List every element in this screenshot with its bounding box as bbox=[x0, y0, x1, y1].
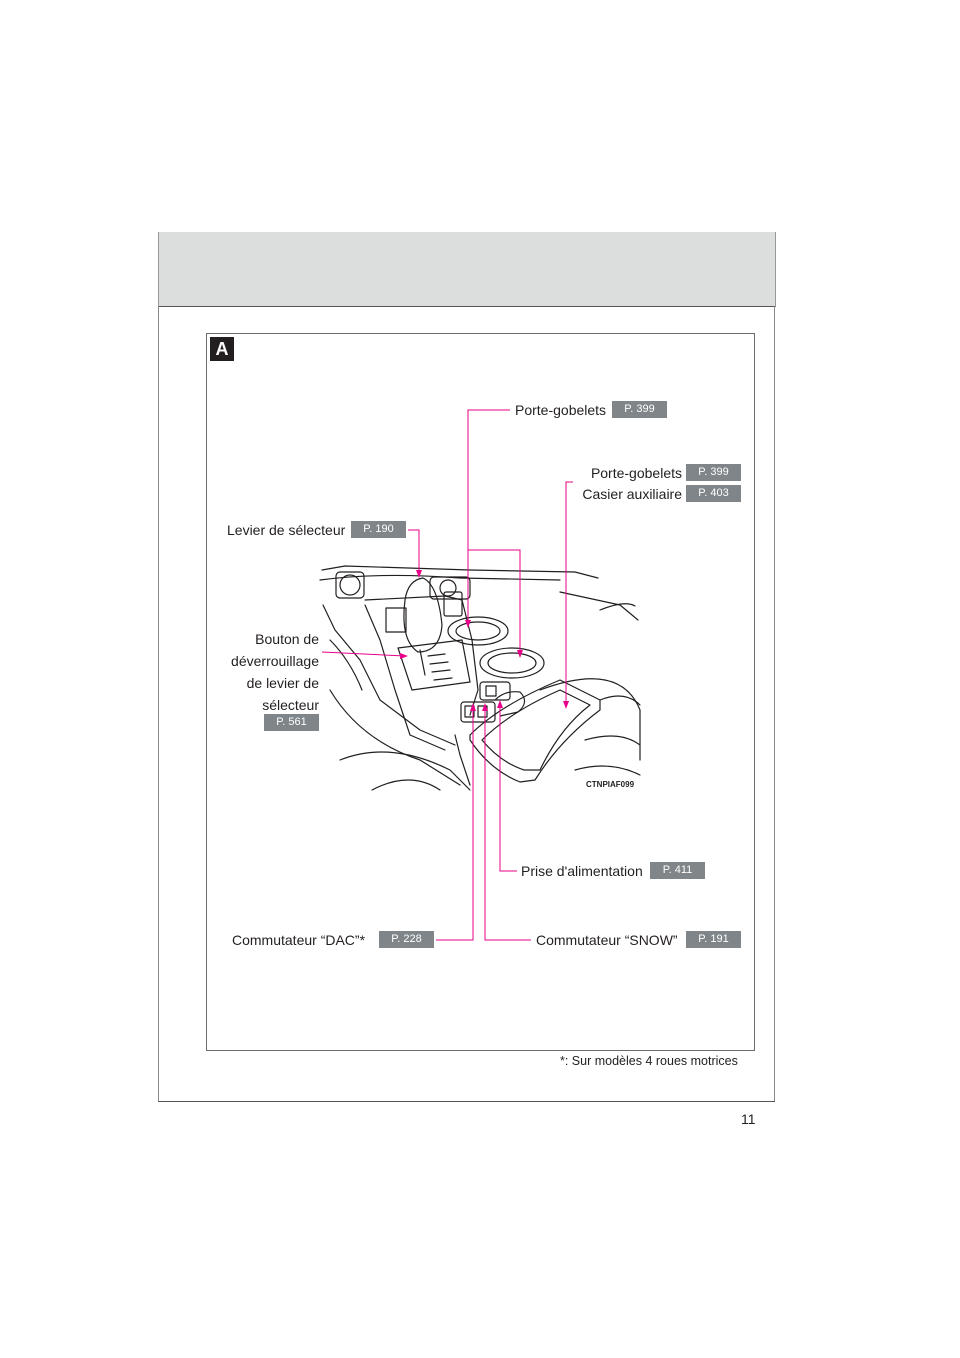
leader-aux bbox=[565, 481, 573, 707]
page-right-rule bbox=[774, 306, 775, 1102]
footnote: *: Sur modèles 4 roues motrices bbox=[560, 1054, 738, 1068]
cupholders-aux-label-1: Porte-gobelets bbox=[590, 465, 682, 481]
console-line-art bbox=[319, 565, 641, 791]
snow-switch-label: Commutateur “SNOW” bbox=[536, 932, 678, 948]
section-tab: A bbox=[210, 337, 234, 361]
leader-snow bbox=[484, 705, 531, 941]
page-left-rule bbox=[158, 306, 159, 1102]
leader-shift-lock bbox=[321, 651, 406, 657]
leader-dac bbox=[436, 705, 474, 941]
shift-lock-page-badge[interactable]: P. 561 bbox=[264, 714, 319, 731]
cupholders-top-page-badge[interactable]: P. 399 bbox=[612, 401, 667, 418]
cupholders-aux-page-badge-1[interactable]: P. 399 bbox=[686, 464, 741, 481]
leader-cupholders-top bbox=[467, 409, 510, 625]
page-number: 11 bbox=[741, 1111, 756, 1127]
dac-switch-page-badge[interactable]: P. 228 bbox=[379, 931, 434, 948]
shift-lever-page-badge[interactable]: P. 190 bbox=[351, 521, 406, 538]
leader-cupholders-top-2 bbox=[468, 549, 521, 655]
dac-switch-label: Commutateur “DAC”* bbox=[232, 932, 366, 948]
aux-compartment-label: Casier auxiliaire bbox=[582, 486, 682, 502]
power-outlet-page-badge[interactable]: P. 411 bbox=[650, 862, 705, 879]
cupholders-top-label: Porte-gobelets bbox=[515, 402, 607, 418]
leader-arrowheads bbox=[400, 570, 569, 711]
figure-box bbox=[206, 333, 755, 1051]
shift-lever-label: Levier de sélecteur bbox=[227, 522, 346, 538]
shift-lock-label-line4: sélecteur bbox=[262, 697, 319, 713]
header-band bbox=[158, 232, 776, 307]
aux-compartment-page-badge[interactable]: P. 403 bbox=[686, 485, 741, 502]
footer-rule bbox=[158, 1101, 775, 1102]
shift-lock-label-line2: déverrouillage bbox=[231, 653, 319, 669]
callout-leaders bbox=[321, 409, 573, 941]
shift-lock-label-line1: Bouton de bbox=[255, 631, 319, 647]
shift-lock-label-line3: de levier de bbox=[246, 675, 319, 691]
leader-shift-lever bbox=[408, 529, 420, 575]
figure-code: CTNPIAF099 bbox=[586, 780, 635, 789]
power-outlet-label: Prise d'alimentation bbox=[521, 863, 643, 879]
snow-switch-page-badge[interactable]: P. 191 bbox=[686, 931, 741, 948]
leader-power-outlet bbox=[499, 702, 517, 872]
